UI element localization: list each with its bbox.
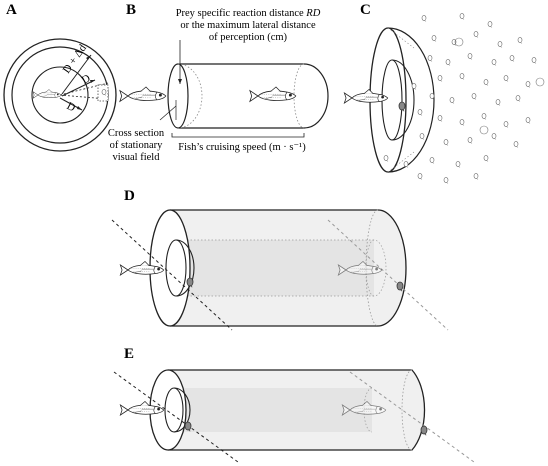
radius-label-d-lower: D xyxy=(65,100,78,114)
panel-d-search-volume xyxy=(111,209,449,331)
rd-annotation-line2: or the maximum lateral distance xyxy=(180,20,316,31)
rd-annotation-line3: of perception (cm) xyxy=(209,32,288,43)
cruising-speed-label: Fish’s cruising speed (m · s⁻¹) xyxy=(178,142,306,153)
cross-section-label-line2: of stationary xyxy=(110,140,164,151)
panel-c-label: C xyxy=(360,2,371,18)
panel-d-label: D xyxy=(124,188,135,204)
panel-e-label: E xyxy=(124,346,134,362)
panel-a-label: A xyxy=(6,2,17,18)
cross-section-label-line3: visual field xyxy=(113,152,161,163)
cross-section-ellipse xyxy=(167,63,189,129)
inner-ring xyxy=(31,66,89,124)
panel-b-search-cylinder: Prey specific reaction distance RD or th… xyxy=(108,8,329,163)
outer-ring xyxy=(3,38,117,152)
panel-e-search-volume xyxy=(113,369,475,463)
prey-field-dots xyxy=(383,13,537,184)
panel-a-visual-field-diagram: D + Δd D D xyxy=(3,38,117,152)
panel-b-label: B xyxy=(126,2,136,18)
rd-annotation-line1: Prey specific reaction distance RD xyxy=(176,8,321,19)
panel-c-visual-dome xyxy=(343,13,545,184)
cross-section-label-line1: Cross section xyxy=(108,128,165,139)
radius-label-d-upper: D xyxy=(80,72,93,86)
